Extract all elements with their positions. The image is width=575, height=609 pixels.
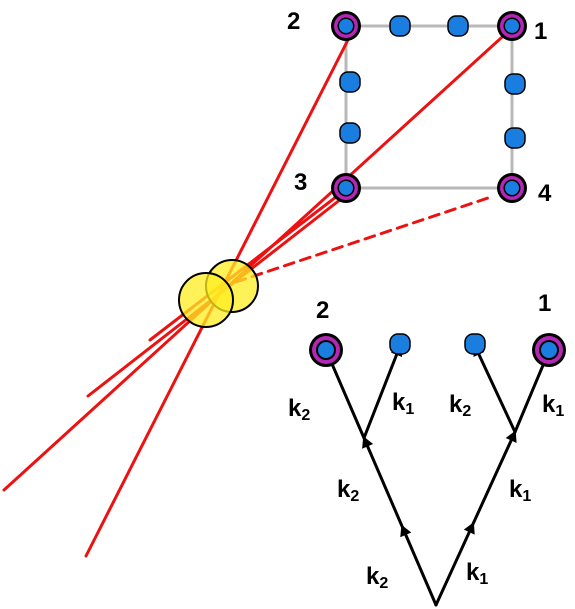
tree-leaf-label-2: 2	[316, 297, 329, 324]
tree-leaf-dot-1-core	[541, 342, 557, 358]
tree-node-left-arrow	[362, 436, 374, 449]
corner-label-1: 1	[534, 18, 547, 45]
corner-dot-1-core	[505, 19, 519, 33]
corner-dot-2-core	[339, 19, 353, 33]
tree-edge-root-left-arrow	[400, 524, 412, 538]
edge-label-k1-right-leaf: k1	[542, 391, 564, 420]
edge-label-k1-right-root: k1	[466, 559, 488, 588]
vertex-blob-front	[178, 272, 234, 328]
tree-edge-right-inner	[473, 344, 517, 434]
corner-dot-2	[331, 11, 361, 41]
tree-leaf-dot-inner-right	[464, 333, 486, 355]
lattice-dot-2	[447, 15, 469, 37]
corner-dot-1	[497, 11, 527, 41]
tree-edge-left-inner	[362, 344, 402, 440]
corner-dot-3-core	[339, 181, 353, 195]
tree-leaf-dot-inner-left	[389, 333, 411, 355]
tree-leaf-label-1: 1	[538, 290, 551, 317]
tree-edge-root-right-arrow	[463, 522, 475, 535]
corner-label-2: 2	[287, 8, 300, 35]
lattice-dot-5	[504, 73, 526, 95]
interaction-vertex	[178, 259, 259, 328]
tree-leaf-dot-2-core	[318, 342, 334, 358]
edge-label-k2-inner-right: k2	[449, 391, 471, 420]
corner-label-3: 3	[294, 169, 307, 196]
tree-edge-root-right	[434, 430, 517, 607]
corner-label-4: 4	[538, 180, 552, 207]
corner-dot-3	[331, 173, 361, 203]
ray-to-corner-1	[2, 26, 514, 492]
tree-leaf-dots	[309, 333, 566, 367]
corner-dot-4-core	[505, 181, 519, 195]
edge-label-k2-left-leaf: k2	[288, 395, 310, 424]
edge-label-k1-right-middle: k1	[509, 476, 531, 505]
lattice-dot-3	[339, 71, 361, 93]
lattice-dot-1	[389, 15, 411, 37]
edge-label-k2-left-root: k2	[366, 563, 388, 592]
edge-label-k2-left-middle: k2	[337, 476, 359, 505]
tree-edge-root-left	[362, 436, 438, 607]
tree-node-right-arrow	[505, 430, 517, 443]
lattice-dot-6	[504, 127, 526, 149]
lattice-dots	[331, 11, 527, 203]
momentum-tree	[309, 333, 566, 607]
corner-dot-4	[497, 173, 527, 203]
edge-label-k1-inner-left: k1	[392, 389, 414, 418]
ray-to-corner-4-dashed	[234, 194, 496, 284]
lattice-dot-4	[339, 122, 361, 144]
